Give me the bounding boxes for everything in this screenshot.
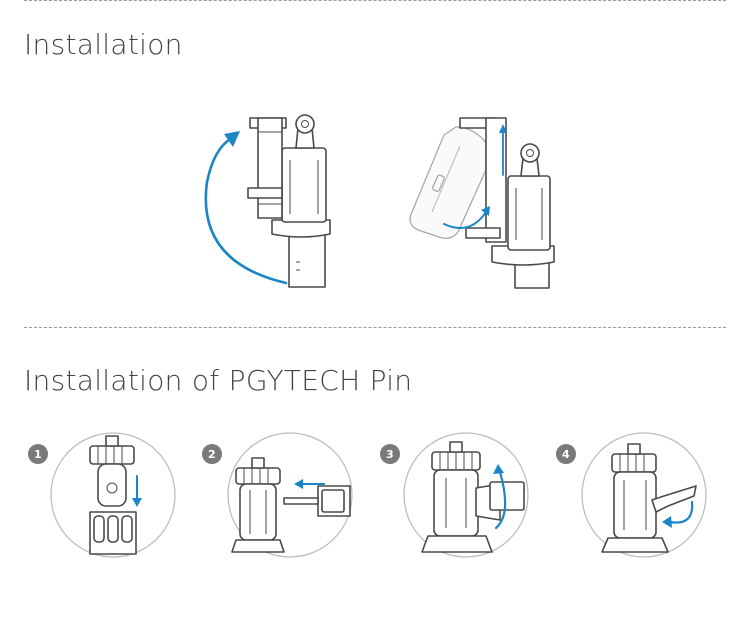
phone-ghost [409,126,495,240]
curved-left-arrow-icon [662,500,694,528]
step-2: 2 [202,432,353,558]
step-2-number: 2 [208,448,216,461]
step-1-badge [28,444,48,464]
rotate-arrow-icon [204,131,288,285]
step-2-badge [202,444,222,464]
up-arrow-icon [499,124,507,176]
top-divider [24,0,726,1]
step-4-badge [556,444,576,464]
step-3: 3 [380,432,529,558]
holder-pole-a [247,114,331,288]
pin-installation-heading: Installation of PGYTECH Pin [24,364,413,397]
left-arrow-icon [294,479,325,489]
step-3-number: 3 [386,448,394,461]
step-1: 1 [28,432,176,558]
middle-divider [24,327,726,328]
step-4-number: 4 [562,448,570,461]
step-3-badge [380,444,400,464]
holder-pole-b [459,117,555,289]
installation-heading: Installation [24,28,183,61]
down-arrow-icon [132,475,142,507]
up-rotate-arrow-icon [493,464,507,530]
step-4: 4 [556,432,707,558]
step-1-number: 1 [34,448,42,461]
insert-curve-arrow-icon [443,206,490,229]
